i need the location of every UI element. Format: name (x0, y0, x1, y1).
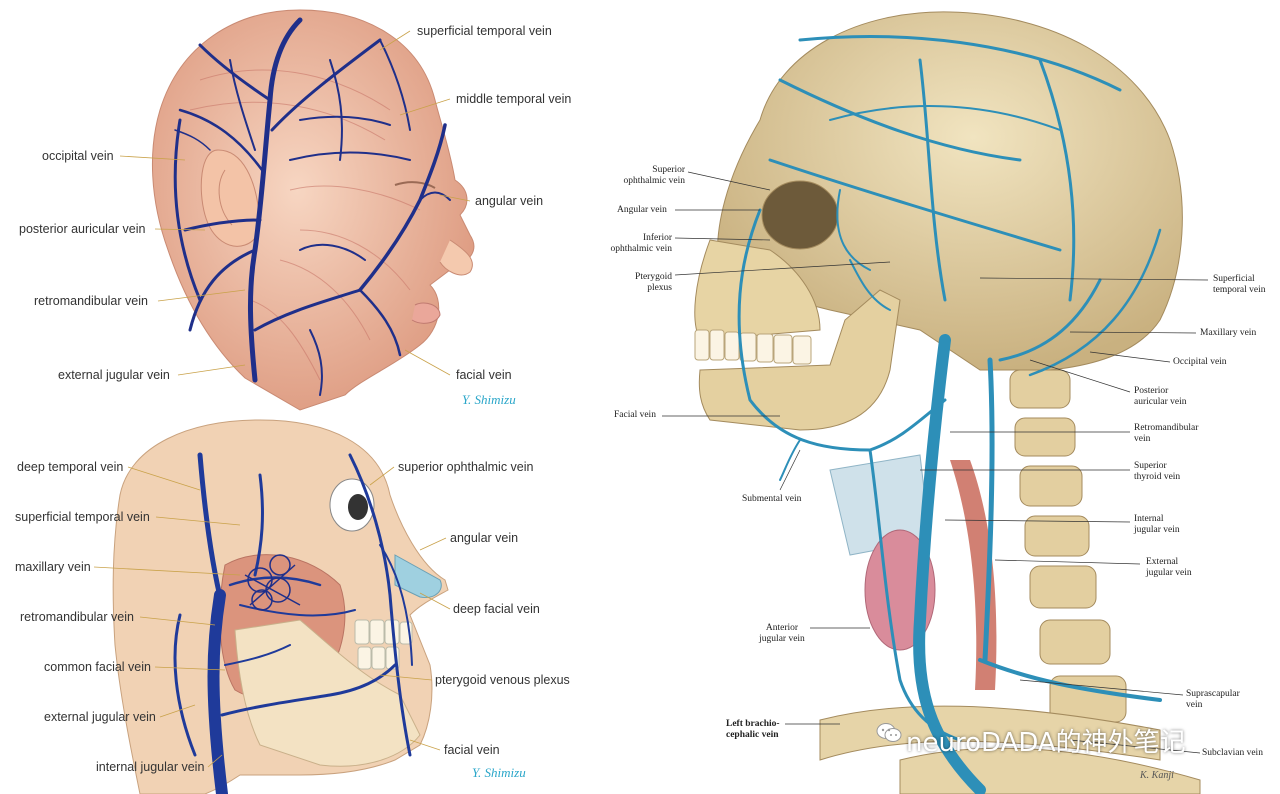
label-maxillary-vein: maxillary vein (15, 560, 91, 574)
leader-lines (662, 171, 1209, 754)
label-posterior-auricular-vein: posterior auricular vein (19, 222, 146, 236)
label-superficial-temporal-vein: superficial temporal vein (417, 24, 552, 38)
label-anterior-jugular-vein: Anterior jugular vein (759, 623, 805, 644)
head-silhouette (151, 9, 475, 411)
label-pterygoid-venous-plexus: pterygoid venous plexus (435, 673, 570, 687)
label-facial-vein: facial vein (444, 743, 500, 757)
pterygoid-plexus (244, 554, 301, 611)
maxilla (694, 239, 821, 341)
label-superficial-temporal-vein: superficial temporal vein (15, 510, 150, 524)
label-superficial-temporal-vein: Superficial temporal vein (1213, 274, 1266, 295)
veins (737, 35, 1162, 794)
label-facial-vein: Facial vein (614, 410, 656, 420)
label-superior-ophthalmic-vein: superior ophthalmic vein (398, 460, 534, 474)
watermark: neuroDADA的神外笔记 (876, 722, 1186, 759)
deep-head-illustration: deep temporal vein superior ophthalmic v… (0, 415, 600, 794)
leader-lines (119, 30, 471, 376)
label-external-jugular-vein: External jugular vein (1146, 557, 1192, 578)
skull-neck-illustration: Superior ophthalmic vein Angular vein In… (600, 0, 1280, 794)
superficial-head-drawing (119, 9, 475, 411)
label-angular-vein: angular vein (475, 194, 544, 208)
label-superior-ophthalmic-vein: Superior ophthalmic vein (623, 165, 685, 186)
label-internal-jugular-vein: Internal jugular vein (1134, 514, 1180, 535)
label-internal-jugular-vein: internal jugular vein (96, 760, 205, 774)
artist-signature: K. Kanji (1140, 770, 1174, 781)
superficial-head-illustration: superficial temporal vein middle tempora… (0, 0, 600, 415)
label-occipital-vein: occipital vein (42, 149, 114, 163)
clavicle (819, 705, 1161, 761)
label-angular-vein: Angular vein (617, 205, 667, 215)
label-pterygoid-plexus: Pterygoid plexus (635, 272, 672, 293)
label-common-facial-vein: common facial vein (44, 660, 151, 674)
label-angular-vein: angular vein (450, 531, 519, 545)
deep-veins (173, 452, 413, 794)
watermark-text: neuroDADA的神外笔记 (906, 728, 1186, 758)
label-retromandibular-vein: retromandibular vein (34, 294, 148, 308)
label-suprascapular-vein: Suprascapular vein (1186, 689, 1240, 710)
label-superior-thyroid-vein: Superior thyroid vein (1134, 461, 1181, 482)
artist-signature: Y. Shimizu (472, 765, 526, 780)
label-occipital-vein: Occipital vein (1173, 357, 1227, 367)
deep-head-drawing (93, 419, 451, 794)
label-retromandibular-vein: retromandibular vein (20, 610, 134, 624)
artist-signature: Y. Shimizu (462, 392, 516, 407)
label-inferior-ophthalmic-vein: Inferior ophthalmic vein (610, 233, 672, 254)
label-middle-temporal-vein: middle temporal vein (456, 92, 572, 106)
label-left-brachiocephalic-vein: Left brachio- cephalic vein (726, 719, 780, 740)
skull-neck-drawing (662, 11, 1209, 794)
cervical-vertebrae (1009, 369, 1127, 723)
label-retromandibular-vein: Retromandibular vein (1134, 423, 1199, 444)
mandible (234, 619, 421, 767)
label-submental-vein: Submental vein (742, 494, 802, 504)
label-subclavian-vein: Subclavian vein (1202, 748, 1263, 758)
label-external-jugular-vein: external jugular vein (58, 368, 170, 382)
wechat-icon (876, 723, 902, 755)
label-facial-vein: facial vein (456, 368, 512, 382)
superficial-veins (173, 17, 451, 396)
leader-lines (93, 466, 451, 768)
teeth (694, 329, 812, 365)
orbit (761, 180, 839, 250)
label-maxillary-vein: Maxillary vein (1200, 328, 1257, 338)
muscle-fibres (189, 69, 421, 381)
label-posterior-auricular-vein: Posterior auricular vein (1134, 386, 1187, 407)
label-deep-facial-vein: deep facial vein (453, 602, 540, 616)
nasal-cartilage (394, 554, 442, 599)
label-deep-temporal-vein: deep temporal vein (17, 460, 124, 474)
label-external-jugular-vein: external jugular vein (44, 710, 156, 724)
